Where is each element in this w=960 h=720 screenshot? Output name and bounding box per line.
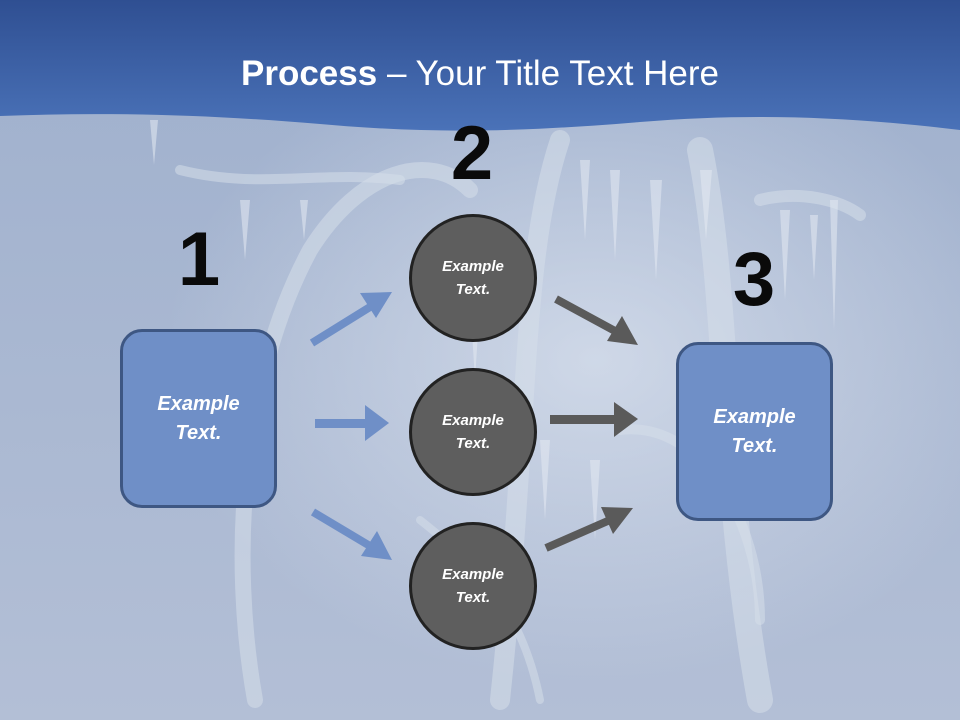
circle-step-1: Example Text. <box>409 214 537 342</box>
circle-step-2: Example Text. <box>409 368 537 496</box>
circle-step-2-text: Example Text. <box>442 412 504 452</box>
output-box-text: Example Text. <box>713 405 796 457</box>
input-box: Example Text. <box>120 329 277 508</box>
title-bold: Process <box>241 54 378 93</box>
output-box: Example Text. <box>676 342 833 521</box>
circle-step-3: Example Text. <box>409 522 537 650</box>
step-number-1: 1 <box>177 217 221 302</box>
circle-step-1-text: Example Text. <box>442 258 504 298</box>
title-rest: – Your Title Text Here <box>377 54 719 93</box>
circle-step-3-text: Example Text. <box>442 566 504 606</box>
input-box-text: Example Text. <box>157 392 240 444</box>
slide-title: Process – Your Title Text Here <box>0 52 960 96</box>
step-number-3: 3 <box>732 237 776 322</box>
step-number-2: 2 <box>450 111 494 196</box>
